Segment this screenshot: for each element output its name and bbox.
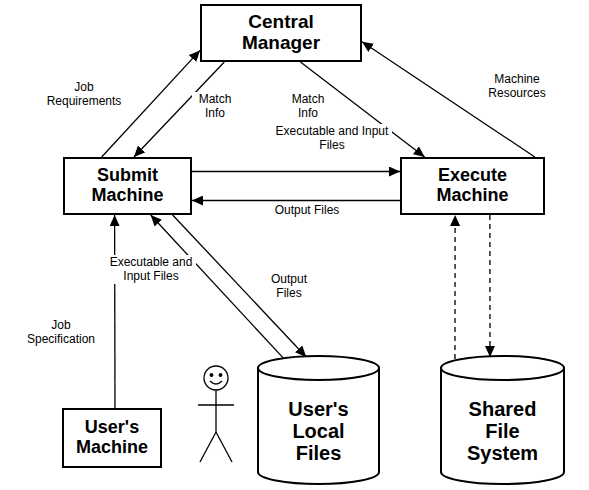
edge-label: Match Info: [284, 92, 332, 121]
node-title: Central Manager: [211, 12, 351, 54]
shared-fs-cylinder: Shared File System: [440, 355, 565, 485]
edge-label: Executable and Input Files: [272, 124, 392, 153]
input-transfer-arrow: [192, 171, 400, 172]
submit-machine-box: Submit Machine: [63, 157, 192, 215]
node-title: User's Machine: [70, 418, 154, 458]
edge-label: Executable and Input Files: [106, 255, 196, 284]
cylinder-top: [258, 356, 379, 380]
edge-label: Job Requirements: [42, 80, 126, 109]
node-title: Shared File System: [463, 398, 543, 464]
node-title: User's Local Files: [283, 398, 355, 464]
job-spec-arrow: [114, 215, 116, 408]
edge-label: Job Specification: [18, 318, 104, 347]
edge-label: Match Info: [192, 92, 238, 121]
local-files-cylinder: User's Local Files: [257, 355, 380, 485]
users-machine-box: User's Machine: [62, 408, 162, 468]
cylinder-top: [441, 356, 564, 380]
shared-fs-read-arrow: [454, 215, 455, 359]
node-title: Execute Machine: [413, 166, 533, 206]
edge-label: Machine Resources: [476, 72, 558, 101]
cylinder-body: [258, 367, 379, 484]
edge-label: Output Files: [262, 272, 316, 301]
cylinder-body: [441, 367, 564, 484]
output-transfer-arrow: [192, 200, 400, 201]
edge-label: Output Files: [252, 203, 362, 217]
central-manager-box: Central Manager: [200, 4, 362, 62]
execute-machine-box: Execute Machine: [400, 157, 545, 215]
shared-fs-write-arrow: [489, 215, 490, 357]
node-title: Submit Machine: [73, 166, 183, 206]
